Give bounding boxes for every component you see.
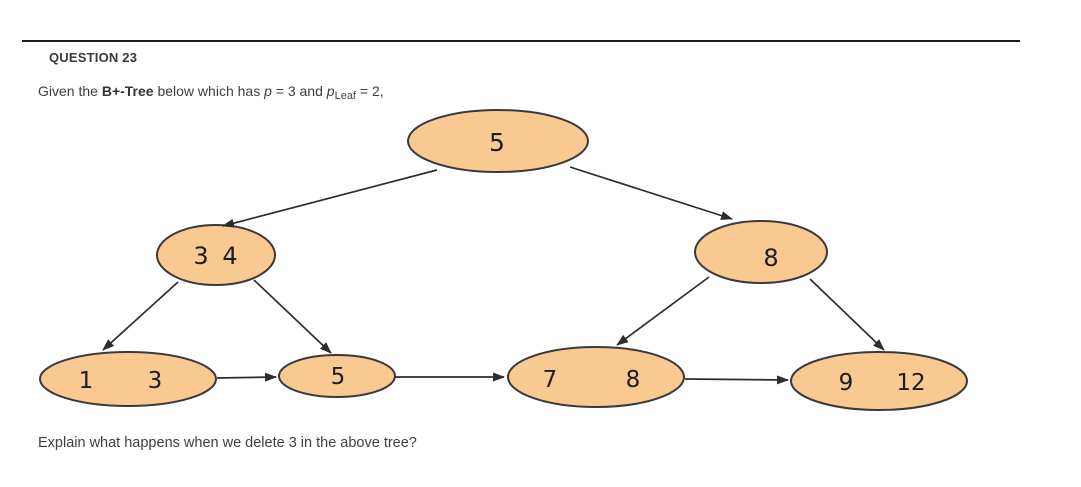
node-key: 12 bbox=[896, 370, 925, 396]
node-ellipse-root bbox=[407, 109, 589, 173]
tree-node-leaf-7-8: 7 8 bbox=[507, 346, 685, 408]
tree-node-internal-34: 3 4 bbox=[156, 224, 276, 286]
node-key: 5 bbox=[331, 364, 346, 390]
intro-prefix: Given the bbox=[38, 83, 102, 99]
node-ellipse-internal-34 bbox=[156, 224, 276, 286]
tree-node-internal-8: 8 bbox=[694, 220, 828, 284]
leaf-link-7-8-to-9-12 bbox=[684, 375, 789, 385]
edge-root-to-internal-8 bbox=[569, 166, 733, 220]
question-intro: Given the B+-Tree below which has p = 3 … bbox=[38, 83, 384, 102]
node-ellipse-leaf-7-8 bbox=[507, 346, 685, 408]
intro-middle: below which has bbox=[153, 83, 265, 99]
node-key: 3 bbox=[148, 368, 163, 394]
question-divider bbox=[22, 40, 1020, 42]
node-ellipse-leaf-1-3 bbox=[39, 351, 217, 407]
node-key: 7 bbox=[543, 367, 558, 393]
node-ellipse-leaf-5 bbox=[278, 354, 396, 398]
node-ellipse-leaf-9-12 bbox=[790, 351, 968, 411]
node-key: 3 bbox=[193, 242, 208, 270]
p-leaf-value: = 2, bbox=[356, 83, 384, 99]
edge-internal-8-to-leaf-9-12 bbox=[809, 278, 885, 351]
p-symbol: p bbox=[264, 83, 272, 99]
tree-node-leaf-1-3: 1 3 bbox=[39, 351, 217, 407]
node-key: 8 bbox=[626, 367, 641, 393]
leaf-link-1-3-to-5 bbox=[216, 372, 277, 382]
question-header: QUESTION 23 bbox=[49, 50, 138, 65]
node-key: 8 bbox=[763, 244, 778, 272]
node-key: 1 bbox=[79, 368, 94, 394]
edge-internal-34-to-leaf-5 bbox=[253, 279, 332, 354]
question-prompt: Explain what happens when we delete 3 in… bbox=[38, 435, 417, 451]
node-key: 5 bbox=[489, 128, 505, 157]
edge-internal-34-to-leaf-1-3 bbox=[102, 281, 179, 351]
p-leaf-subscript: Leaf bbox=[334, 90, 356, 102]
tree-node-leaf-5: 5 bbox=[278, 354, 396, 398]
edge-root-to-internal-34 bbox=[222, 169, 438, 228]
node-key: 9 bbox=[839, 370, 854, 396]
tree-name: B+-Tree bbox=[101, 83, 154, 99]
tree-node-leaf-9-12: 9 12 bbox=[790, 351, 968, 411]
node-ellipse-internal-8 bbox=[694, 220, 828, 284]
tree-node-root: 5 bbox=[407, 109, 589, 173]
node-key: 4 bbox=[222, 242, 237, 270]
p-leaf-symbol: p bbox=[326, 83, 335, 99]
edge-internal-8-to-leaf-7-8 bbox=[616, 276, 710, 346]
p-value: = 3 and bbox=[271, 83, 327, 99]
